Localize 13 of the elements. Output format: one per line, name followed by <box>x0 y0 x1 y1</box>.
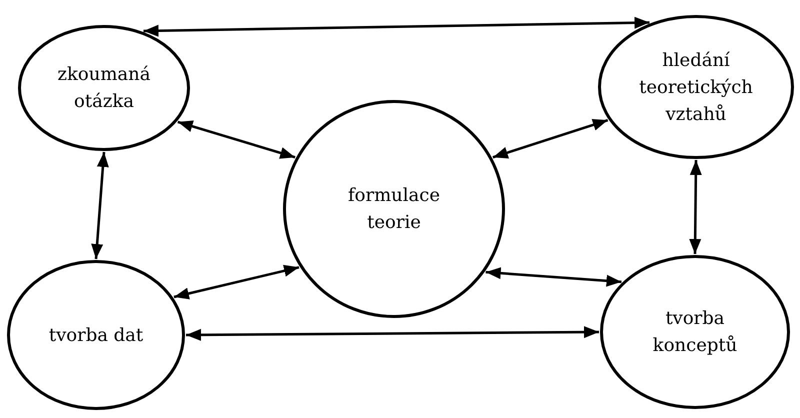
double-arrow <box>186 326 599 341</box>
double-arrow <box>177 120 296 159</box>
node-label: tvorba konceptů <box>652 307 738 358</box>
double-arrow <box>486 267 622 287</box>
double-arrow <box>174 264 300 300</box>
double-arrow <box>143 16 650 37</box>
double-arrow <box>91 152 109 260</box>
double-arrow <box>689 160 702 254</box>
double-arrow <box>492 118 608 159</box>
node-label: hledání teoretických vztahů <box>638 48 754 126</box>
node-label: formulace teorie <box>347 184 441 235</box>
node-label: tvorba dat <box>48 324 144 348</box>
node-label: zkoumaná otázka <box>56 63 152 114</box>
